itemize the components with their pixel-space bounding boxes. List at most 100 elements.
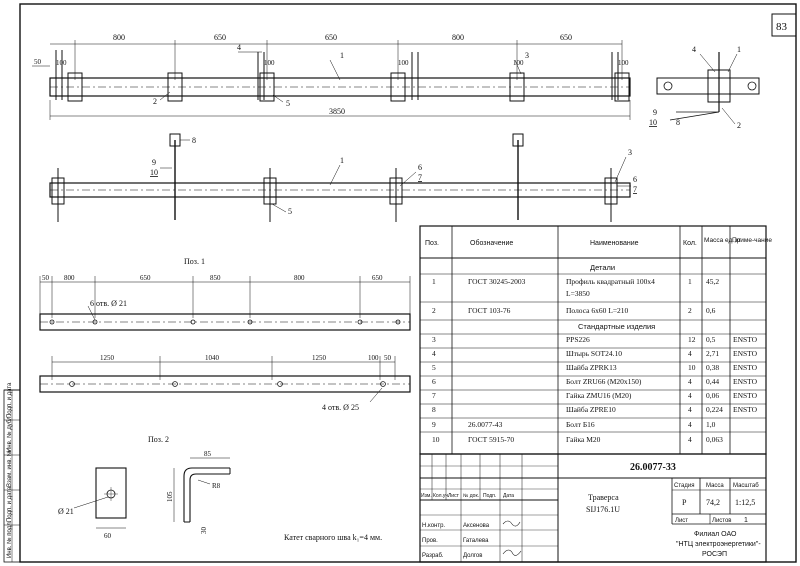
pos2-thickness: 30	[200, 527, 208, 535]
spec-cell-mass: 0,44	[706, 377, 719, 386]
callout-side-6b: 6	[633, 175, 637, 184]
pos2-dia: Ø 21	[58, 507, 74, 516]
weld-note: Катет сварного шва k₁=4 мм.	[284, 533, 382, 542]
spec-cell-name: PPS226	[566, 335, 590, 344]
callout-side-7b: 7	[633, 185, 637, 194]
spec-cell-mass: 45,2	[706, 277, 719, 286]
tb-stage-h: Стадия	[674, 483, 694, 489]
callout-right-9: 9	[653, 108, 657, 117]
spec-cell-note: ENSTO	[733, 391, 758, 400]
spec-cell-mass: 1,0	[706, 420, 716, 429]
pos1-hole-note: 6 отв. Ø 21	[90, 299, 127, 308]
spec-cell-pos: 5	[432, 363, 436, 372]
spec-cell-pos: 7	[432, 391, 436, 400]
callout-side-5: 5	[288, 207, 292, 216]
tb-scale: 1:12,5	[735, 498, 755, 507]
tb-col-doc: № док.	[463, 493, 479, 499]
pos2-width: 60	[104, 532, 112, 540]
tb-name-1: Аксенова	[463, 523, 490, 529]
pos1-bdim-1: 1250	[100, 354, 115, 362]
spec-h-mass: Масса ед.,кг	[704, 237, 742, 244]
spec-cell-note: ENSTO	[733, 363, 758, 372]
spec-cell-pos: 3	[432, 335, 436, 344]
tb-col-date: Дата	[503, 493, 514, 499]
pos1-bdim-4: 100	[368, 354, 379, 362]
pos1-dim-1: 50	[42, 274, 50, 282]
spec-cell-qty: 10	[688, 363, 696, 372]
callout-right-10: 10	[649, 118, 657, 127]
spec-cell-code: ГОСТ 30245-2003	[468, 277, 526, 286]
tb-sheet: Лист	[675, 518, 688, 524]
spec-section-details: Детали	[590, 263, 615, 272]
callout-top-5: 5	[286, 99, 290, 108]
tb-name-3: Долгов	[463, 553, 482, 559]
tb-scale-h: Масштаб	[733, 483, 759, 489]
spec-h-pos: Поз.	[425, 240, 439, 247]
spec-cell-mass: 0,063	[706, 435, 723, 444]
spec-cell-mass: 0,06	[706, 391, 719, 400]
callout-top-3: 3	[525, 51, 529, 60]
signature-mark	[502, 520, 521, 527]
spec-h-name: Наименование	[590, 240, 639, 247]
tb-role-2: Пров.	[422, 538, 438, 544]
side-view: 1 3 5 6 7 6 7 8 9 10	[49, 133, 637, 222]
tb-org-2: "НТЦ электроэнергетики"-	[676, 541, 761, 548]
margin-label-podp: Подп. и дата	[7, 486, 13, 522]
spec-cell-note: ENSTO	[733, 349, 758, 358]
spec-cell-mass: 2,71	[706, 349, 719, 358]
pos2-drawing: Поз. 2 Ø 21 60 85 R8 105 30	[58, 435, 231, 540]
spec-cell-name: Гайка М20	[566, 435, 601, 444]
callout-side-9: 9	[152, 158, 156, 167]
callout-side-7a: 7	[418, 173, 422, 182]
tb-sheets: Листов	[712, 518, 732, 524]
spec-cell-qty: 4	[688, 391, 692, 400]
spec-cell-note: ENSTO	[733, 335, 758, 344]
top-dim-1: 800	[113, 33, 125, 42]
tb-role-1: Н.контр.	[422, 523, 445, 529]
callout-side-6a: 6	[418, 163, 422, 172]
spec-cell-note: ENSTO	[733, 405, 758, 414]
pos1-bdim-3: 1250	[312, 354, 327, 362]
side-end-view: 4 1 9 10 8 2	[649, 45, 760, 130]
tb-stage: Р	[682, 498, 687, 507]
tb-org-3: РОСЭП	[702, 551, 727, 558]
top-dim-2: 650	[214, 33, 226, 42]
callout-side-3: 3	[628, 148, 632, 157]
spec-cell-pos: 9	[432, 420, 436, 429]
callout-top-2: 2	[153, 97, 157, 106]
spec-cell-name: Шайба ZPRE10	[566, 405, 616, 414]
callout-top-1: 1	[340, 51, 344, 60]
pos2-height: 105	[166, 491, 174, 502]
margin-label-podp2: Подп. и дата	[7, 382, 13, 418]
spec-section-standard: Стандартные изделия	[578, 322, 655, 331]
spec-cell-qty: 4	[688, 435, 692, 444]
sheet-number-box	[771, 13, 797, 37]
spec-cell-code: ГОСТ 103-76	[468, 306, 511, 315]
spec-cell-qty: 4	[688, 377, 692, 386]
spec-cell-pos: 4	[432, 349, 436, 358]
pos2-radius: R8	[212, 482, 221, 490]
spec-cell-pos: 6	[432, 377, 436, 386]
spec-cell-name: Болт ZRU66 (M20x150)	[566, 377, 642, 386]
pos1-dim-6: 650	[372, 274, 383, 282]
tb-col-izm: Изм.	[421, 493, 432, 499]
pos1-dim-3: 650	[140, 274, 151, 282]
pos2-label: Поз. 2	[148, 435, 169, 444]
spec-cell-qty: 4	[688, 405, 692, 414]
pos1-dim-2: 800	[64, 274, 75, 282]
spec-cell-name: L=3850	[566, 289, 590, 298]
spec-cell-name: Шайба ZPRK13	[566, 363, 617, 372]
title-block: Изм. Кол.уч. Лист № док. Подп. Дата Н.ко…	[419, 453, 767, 563]
spec-h-qty: Кол.	[683, 240, 697, 247]
callout-side-10: 10	[150, 168, 158, 177]
tb-doc-code: 26.0077-33	[630, 462, 676, 473]
tb-org-1: Филиал ОАО	[694, 531, 737, 538]
spec-cell-pos: 8	[432, 405, 436, 414]
spec-cell-code: 26.0077-43	[468, 420, 503, 429]
top-dim-5: 650	[560, 33, 572, 42]
post-label-4: 100	[513, 59, 524, 67]
top-view: 800 650 650 800 650 50 100 100 100 100 1…	[32, 33, 631, 120]
spec-cell-name: Штырь SOT24.10	[566, 349, 622, 358]
pos2-top: 85	[204, 450, 212, 458]
